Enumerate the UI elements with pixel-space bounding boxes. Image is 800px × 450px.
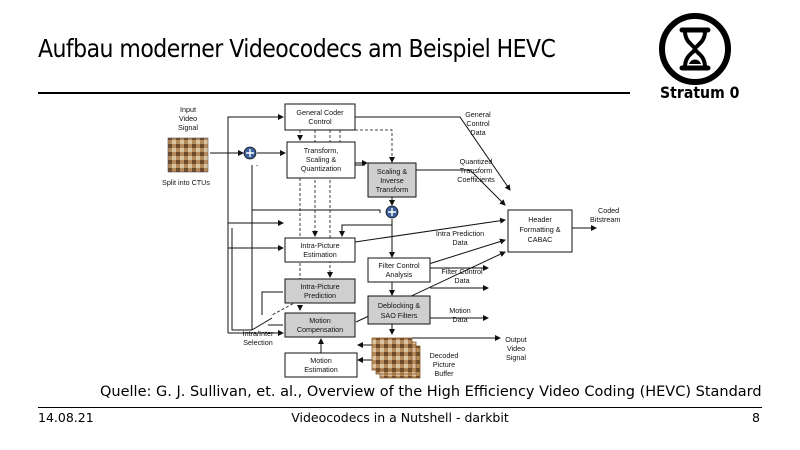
svg-text:Data: Data [452,315,467,324]
svg-text:Bitstream: Bitstream [590,215,620,224]
quantized-transform-coefficients-label: Quantized Transform Coefficients [457,157,495,184]
svg-text:Picture: Picture [433,360,455,369]
motion-data-label: Motion Data [449,306,471,324]
deblocking-sao-filters-block: Deblocking & SAO Filters [367,295,431,325]
svg-text:Signal: Signal [506,353,526,362]
svg-text:Selection: Selection [243,338,273,347]
intra-inter-selection-label: Intra/Inter Selection [243,329,274,347]
svg-text:Scaling &: Scaling & [377,167,408,176]
svg-text:CABAC: CABAC [528,235,553,244]
svg-text:Coefficients: Coefficients [457,175,495,184]
svg-text:Coded: Coded [598,206,619,215]
svg-text:Decoded: Decoded [430,351,459,360]
svg-text:Estimation: Estimation [304,365,338,374]
subtract-junction [243,146,257,160]
filter-control-analysis-block: Filter Control Analysis [367,257,431,283]
svg-text:Data: Data [454,276,469,285]
svg-text:Compensation: Compensation [297,325,343,334]
svg-text:Control: Control [466,119,490,128]
title-divider [38,92,630,94]
input-video-label-2: Video [179,114,197,123]
svg-text:General: General [465,110,491,119]
svg-text:Data: Data [452,238,467,247]
svg-text:General Coder: General Coder [296,108,344,117]
svg-text:Intra Prediction: Intra Prediction [436,229,484,238]
transform-quantization-block: Transform, Scaling & Quantization [286,141,356,179]
svg-text:SAO Filters: SAO Filters [381,311,418,320]
svg-text:Control: Control [308,117,332,126]
svg-text:Deblocking &: Deblocking & [378,301,421,310]
slide-title: Aufbau moderner Videocodecs am Beispiel … [38,34,556,63]
split-ctus-label: Split into CTUs [162,178,210,187]
svg-text:Video: Video [507,344,525,353]
logo-text: Stratum 0 [660,83,740,102]
source-citation: Quelle: G. J. Sullivan, et. al., Overvie… [100,384,762,400]
footer-divider [38,407,762,408]
svg-text:Intra-Picture: Intra-Picture [300,282,339,291]
general-coder-control-block: General Coder Control [284,103,356,131]
connection-lines [210,114,597,363]
header-formatting-cabac-block: Header Formatting & CABAC [507,209,573,253]
svg-text:Transform: Transform [376,185,408,194]
input-video-label-3: Signal [178,123,198,132]
input-video-label-1: Input [180,105,196,114]
decoded-picture-buffer-frames [371,337,421,379]
svg-text:Output: Output [505,335,527,344]
svg-text:Quantization: Quantization [301,164,341,173]
minus-sign: - [256,161,259,170]
svg-text:Analysis: Analysis [386,270,413,279]
coded-bitstream-label: Coded Bitstream [590,206,620,224]
svg-text:Quantized: Quantized [460,157,493,166]
filter-control-data-label: Filter Control Data [441,267,483,285]
svg-text:Header: Header [528,215,552,224]
scaling-inverse-transform-block: Scaling & Inverse Transform [367,162,417,198]
general-control-data-label: General Control Data [465,110,491,137]
intra-picture-prediction-block: Intra-Picture Prediction [284,278,356,304]
svg-text:Transform,: Transform, [304,146,338,155]
svg-text:Intra-Picture: Intra-Picture [300,241,339,250]
svg-text:Transform: Transform [460,166,492,175]
footer-date: 14.08.21 [38,410,94,425]
motion-compensation-block: Motion Compensation [284,312,356,338]
svg-text:Motion: Motion [449,306,471,315]
svg-text:Scaling &: Scaling & [306,155,337,164]
svg-text:Formatting &: Formatting & [519,225,560,234]
output-video-signal-label: Output Video Signal [505,335,527,362]
svg-text:Inverse: Inverse [380,176,404,185]
svg-text:Intra/Inter: Intra/Inter [243,329,274,338]
intra-picture-estimation-block: Intra-Picture Estimation [284,237,356,263]
intra-prediction-data-label: Intra Prediction Data [436,229,484,247]
svg-text:Buffer: Buffer [434,369,454,378]
page-number: 8 [752,410,760,425]
svg-text:Filter Control: Filter Control [378,261,420,270]
decoded-picture-buffer-label: Decoded Picture Buffer [430,351,459,378]
add-junction [385,205,399,219]
svg-text:Prediction: Prediction [304,291,336,300]
svg-text:Estimation: Estimation [303,250,337,259]
footer-title: Videocodecs in a Nutshell - darkbit [291,410,509,425]
svg-text:Data: Data [470,128,485,137]
svg-text:Filter Control: Filter Control [441,267,483,276]
stratum-hourglass-logo-icon [659,13,731,85]
input-video-thumbnail [167,137,209,173]
svg-text:Motion: Motion [309,316,331,325]
svg-text:Motion: Motion [310,356,332,365]
motion-estimation-block: Motion Estimation [284,352,358,378]
